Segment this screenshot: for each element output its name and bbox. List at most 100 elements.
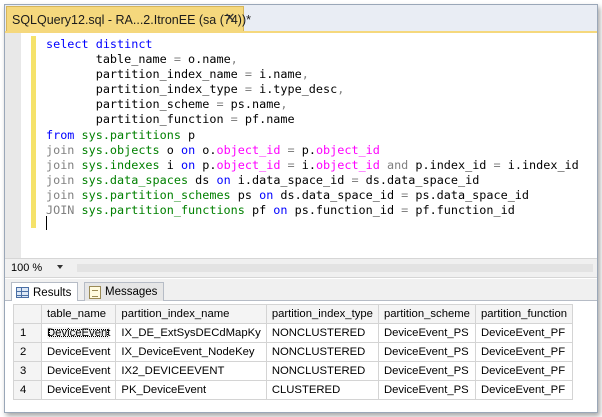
row-number[interactable]: 3 — [13, 361, 42, 381]
grid-cell[interactable]: IX_DeviceEvent_NodeKey — [115, 342, 267, 362]
table-row[interactable]: 3 DeviceEvent IX2_DEVICEEVENT NONCLUSTER… — [13, 361, 574, 381]
table-row[interactable]: 1 DeviceEvent IX_DE_ExtSysDECdMapKy NONC… — [13, 323, 574, 343]
grid-cell[interactable]: DeviceEvent_PF — [474, 380, 574, 400]
tab-messages-label: Messages — [105, 286, 158, 298]
code-token: i.type_desc — [251, 82, 338, 97]
code-token: object_id — [216, 142, 281, 157]
code-token: i.data_space_id — [230, 172, 352, 187]
code-token: ps — [230, 187, 260, 202]
grid-cell[interactable]: DeviceEvent_PS — [377, 323, 476, 343]
column-header-partition-index-type[interactable]: partition_index_type — [265, 304, 379, 324]
grid-cell[interactable]: IX2_DEVICEEVENT — [115, 361, 267, 381]
code-token: object_id — [315, 157, 380, 172]
code-token: ps.name — [223, 97, 281, 112]
code-token: sys.partition_schemes — [81, 187, 231, 202]
document-tab[interactable]: SQLQuery12.sql - RA...2.ItronEE (sa (74)… — [6, 6, 251, 32]
code-line: partition_function = pf.name — [46, 112, 579, 127]
code-line: from sys.partitions p — [46, 128, 579, 143]
selected-cell-value: DeviceEvent — [47, 327, 111, 339]
grid-cell[interactable]: DeviceEvent_PF — [474, 342, 574, 362]
code-line: join sys.indexes i on p.object_id = i.ob… — [46, 158, 579, 173]
code-token: o — [159, 142, 181, 157]
code-line: partition_index_type = i.type_desc, — [46, 82, 579, 97]
code-token: p.index_id — [415, 157, 494, 172]
code-token: , — [337, 82, 345, 97]
code-line: join sys.objects o on o.object_id = p.ob… — [46, 143, 579, 158]
code-token: object_id — [216, 157, 281, 172]
change-tracking-bar — [31, 36, 36, 228]
grid-corner[interactable] — [13, 304, 42, 324]
grid-cell[interactable]: NONCLUSTERED — [265, 342, 379, 362]
code-token: join — [46, 172, 82, 187]
zoom-dropdown[interactable]: 100 % — [11, 261, 67, 276]
query-window: SQLQuery12.sql - RA...2.ItronEE (sa (74)… — [4, 4, 598, 413]
code-token: = — [493, 157, 501, 172]
grid-cell[interactable]: DeviceEvent — [40, 361, 117, 381]
column-header-partition-scheme[interactable]: partition_scheme — [377, 304, 476, 324]
code-token: = — [230, 112, 238, 127]
code-token: pf — [244, 203, 274, 218]
table-row[interactable]: 2 DeviceEvent IX_DeviceEvent_NodeKey NON… — [13, 342, 574, 362]
close-icon[interactable]: ✕ — [224, 11, 236, 26]
code-line: partition_index_name = i.name, — [46, 67, 579, 82]
results-tabstrip: Results Messages — [5, 279, 597, 302]
results-grid: table_name partition_index_name partitio… — [13, 304, 574, 400]
editor-left-margin — [5, 33, 21, 258]
row-number[interactable]: 4 — [13, 380, 42, 400]
code-token: o.name — [180, 52, 231, 67]
chevron-down-icon[interactable] — [57, 265, 63, 269]
grid-cell[interactable]: DeviceEvent — [40, 323, 117, 343]
code-token: on — [180, 142, 196, 157]
code-token: , — [280, 97, 288, 112]
column-header-table-name[interactable]: table_name — [40, 304, 117, 324]
code-token: = — [280, 142, 302, 157]
code-line: table_name = o.name, — [46, 52, 579, 67]
grid-cell[interactable]: NONCLUSTERED — [265, 361, 379, 381]
code-token: select distinct — [46, 37, 153, 51]
code-line: JOIN sys.partition_functions pf on ps.fu… — [46, 203, 579, 218]
tab-results-label: Results — [33, 286, 72, 299]
grid-cell[interactable]: DeviceEvent — [40, 342, 117, 362]
grid-cell[interactable]: DeviceEvent_PS — [377, 342, 476, 362]
code-token: sys.partition_functions — [81, 203, 245, 218]
code-token: i.name — [251, 67, 302, 82]
grid-cell[interactable]: CLUSTERED — [265, 380, 379, 400]
code-token: = — [401, 203, 409, 218]
grid-cell[interactable]: PK_DeviceEvent — [115, 380, 267, 400]
code-line: partition_scheme = ps.name, — [46, 97, 579, 112]
tab-results[interactable]: Results — [11, 282, 79, 302]
code-token: sys.data_spaces — [81, 172, 189, 187]
table-row[interactable]: 4 DeviceEvent PK_DeviceEvent CLUSTERED D… — [13, 380, 574, 400]
grid-cell[interactable]: DeviceEvent_PF — [474, 323, 574, 343]
grid-cell[interactable]: DeviceEvent — [40, 380, 117, 400]
horizontal-scrollbar[interactable] — [77, 264, 593, 272]
tab-messages[interactable]: Messages — [84, 282, 165, 301]
column-header-partition-index-name[interactable]: partition_index_name — [115, 304, 267, 324]
column-header-partition-function[interactable]: partition_function — [474, 304, 574, 324]
grid-cell[interactable]: DeviceEvent_PS — [377, 361, 476, 381]
grid-cell[interactable]: NONCLUSTERED — [265, 323, 379, 343]
zoom-value: 100 % — [11, 262, 43, 274]
row-number[interactable]: 2 — [13, 342, 42, 362]
grid-header-row: table_name partition_index_name partitio… — [13, 304, 574, 324]
grid-icon — [16, 287, 29, 298]
code-token: = — [244, 67, 252, 82]
code-line: join sys.partition_schemes ps on ds.data… — [46, 188, 579, 203]
code-token: pf.name — [237, 112, 295, 127]
code-token: partition_index_type — [46, 82, 245, 97]
code-token: ds.data_space_id — [273, 187, 402, 202]
code-token: join — [46, 187, 82, 202]
code-token: p — [180, 127, 196, 142]
grid-cell[interactable]: DeviceEvent_PF — [474, 361, 574, 381]
grid-cell[interactable]: IX_DE_ExtSysDECdMapKy — [115, 323, 267, 343]
code-token: join — [46, 142, 82, 157]
code-token: , — [230, 52, 238, 67]
code-token: , — [301, 67, 309, 82]
tab-underline — [5, 31, 597, 33]
grid-cell[interactable]: DeviceEvent_PS — [377, 380, 476, 400]
code-token: sys.partitions — [81, 127, 181, 142]
code-line: join sys.data_spaces ds on i.data_space_… — [46, 173, 579, 188]
row-number[interactable]: 1 — [13, 323, 42, 343]
sql-editor[interactable]: select distinct table_name = o.name, par… — [5, 33, 597, 258]
code-token: JOIN — [46, 203, 82, 218]
